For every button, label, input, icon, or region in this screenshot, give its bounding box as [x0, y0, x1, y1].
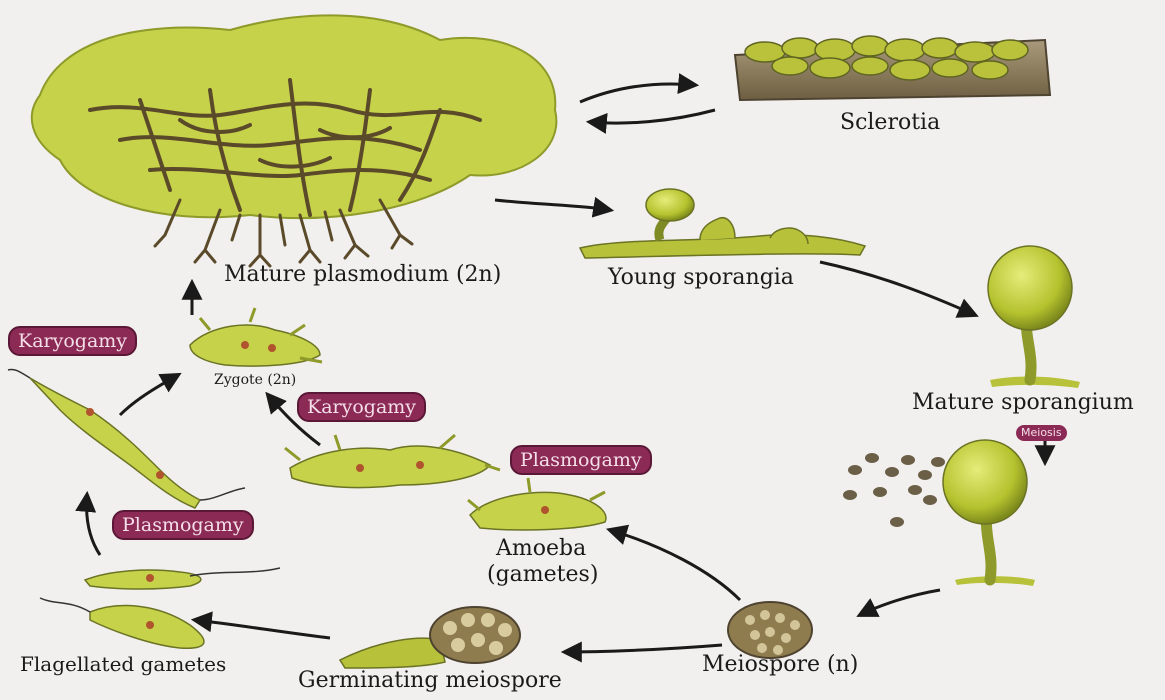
young-sporangia-label: Young sporangia — [608, 265, 794, 290]
arrow-to-zygote-left — [120, 375, 178, 415]
arrow-germinating-to-flagellated — [195, 620, 330, 638]
dehiscing-sporangium-illustration — [843, 440, 1035, 586]
germinating-meiospore-label: Germinating meiospore — [298, 668, 562, 693]
arrow-plasmodium-to-sclerotia — [580, 84, 695, 102]
mature-plasmodium-label: Mature plasmodium (2n) — [224, 262, 501, 287]
flagellated-gametes-label: Flagellated gametes — [20, 652, 226, 676]
sclerotia-illustration — [735, 36, 1050, 100]
zygote-label: Zygote (2n) — [214, 372, 296, 388]
arrow-flagellated-up — [87, 495, 100, 555]
karyogamy-left-badge: Karyogamy — [8, 326, 137, 356]
amoeba-label: Amoeba — [496, 536, 586, 561]
meiospore-label: Meiospore (n) — [702, 652, 858, 677]
arrow-plasmodium-to-young-sporangia — [495, 200, 610, 210]
mature-plasmodium-illustration — [32, 15, 557, 266]
germinating-meiospore-illustration — [340, 607, 520, 668]
mature-sporangium-illustration — [988, 246, 1080, 388]
arrow-young-to-mature-sporangium — [820, 262, 975, 315]
arrow-sclerotia-to-plasmodium — [590, 110, 715, 123]
mature-sporangium-label: Mature sporangium — [912, 390, 1134, 415]
arrow-sporangium-to-meiospore — [860, 590, 940, 615]
plasmogamy-left-badge: Plasmogamy — [112, 510, 254, 540]
young-sporangia-illustration — [580, 189, 865, 258]
karyogamy-center-badge: Karyogamy — [297, 392, 426, 422]
amoeba-gametes-label: (gametes) — [487, 562, 598, 587]
amoeba-gametes-illustration — [468, 478, 606, 530]
meiosis-badge: Meiosis — [1016, 425, 1067, 441]
zygote-illustration — [190, 308, 322, 366]
arrow-meiospore-to-germinating — [565, 645, 722, 652]
arrow-meiospore-to-amoeba — [610, 530, 740, 600]
sclerotia-label: Sclerotia — [840, 110, 940, 135]
plasmogamy-center-badge: Plasmogamy — [510, 445, 652, 475]
meiospore-illustration — [728, 602, 812, 658]
flagellated-gametes-illustration — [8, 369, 280, 648]
